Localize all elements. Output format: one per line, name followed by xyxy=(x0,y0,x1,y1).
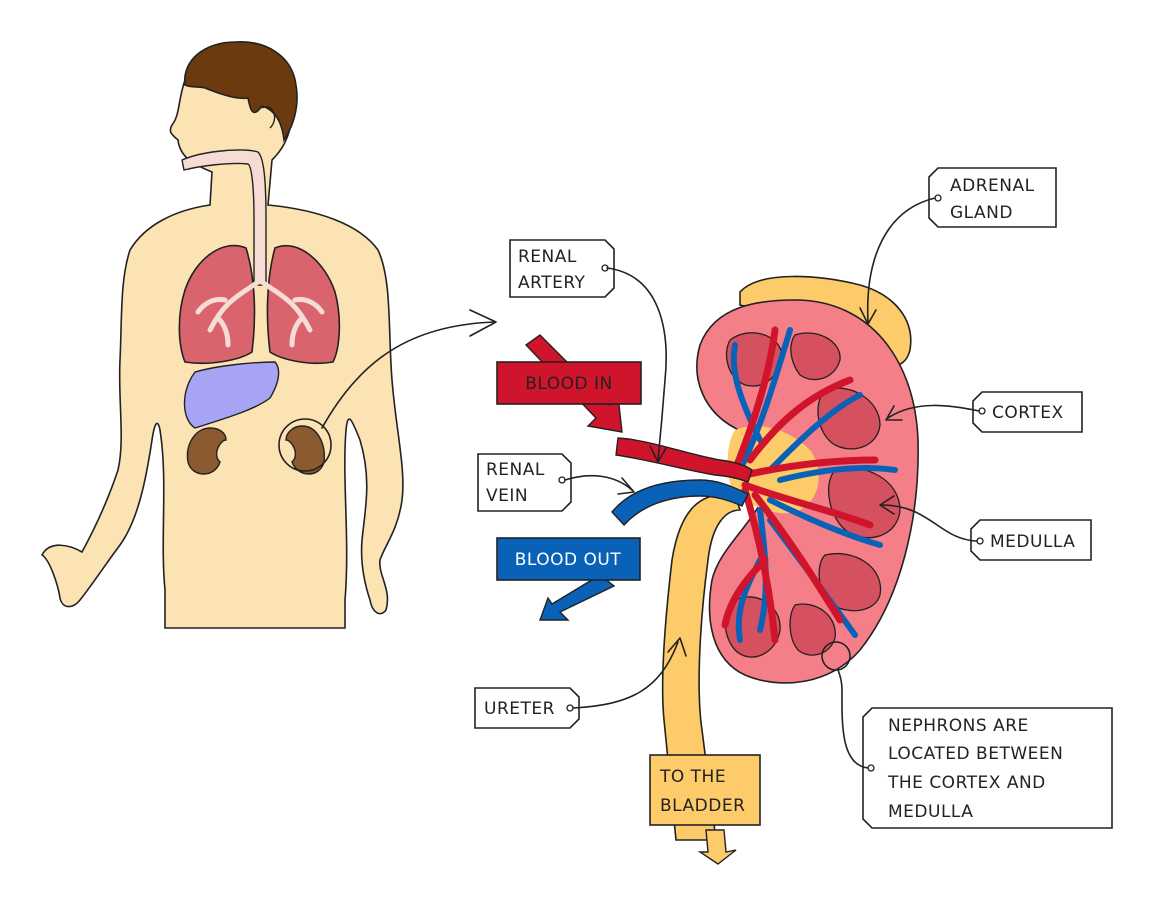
bladder-arrowhead xyxy=(697,829,737,865)
cortex-label: CORTEX xyxy=(992,403,1064,423)
cortex-tag: CORTEX xyxy=(885,391,1083,433)
nephron-highlight-circle xyxy=(821,641,851,671)
blood-out-arrow: BLOOD OUT xyxy=(496,537,641,621)
medulla-tag: MEDULLA xyxy=(879,495,1092,561)
small-left-kidney xyxy=(186,427,227,475)
nephrons-label-line4: MEDULLA xyxy=(888,802,973,822)
adrenal-gland-tag: ADRENAL GLAND xyxy=(859,167,1057,325)
renal-vein-vessel xyxy=(611,479,749,527)
zoom-arrowhead xyxy=(469,309,497,337)
to-bladder-label-line2: BLADDER xyxy=(660,796,745,816)
medulla-label: MEDULLA xyxy=(990,532,1075,552)
blood-out-label: BLOOD OUT xyxy=(515,550,622,570)
ureter-tag: URETER xyxy=(474,637,687,729)
small-right-kidney xyxy=(285,425,325,475)
to-bladder-tag: TO THE BLADDER xyxy=(649,754,761,865)
blood-in-label: BLOOD IN xyxy=(525,374,613,394)
renal-artery-vessel xyxy=(615,437,753,483)
blood-in-arrow: BLOOD IN xyxy=(496,334,642,433)
nephrons-tag: NEPHRONS ARE LOCATED BETWEEN THE CORTEX … xyxy=(837,669,1113,829)
nephrons-label-line2: LOCATED BETWEEN xyxy=(888,744,1063,764)
bronchi xyxy=(195,279,325,348)
renal-vein-tag: RENAL VEIN xyxy=(477,453,635,512)
right-lung xyxy=(266,245,341,365)
to-bladder-label-line1: TO THE xyxy=(659,767,726,787)
artery-branches xyxy=(721,326,879,644)
ear xyxy=(261,106,276,129)
human-figure xyxy=(40,41,497,629)
pyramid xyxy=(790,332,841,381)
nephrons-label-line3: THE CORTEX AND xyxy=(887,773,1046,793)
nephrons-label-line1: NEPHRONS ARE xyxy=(888,716,1029,736)
kidney-highlight-circle xyxy=(278,418,332,472)
adrenal-gland-label-line2: GLAND xyxy=(950,203,1013,223)
ureter-tube xyxy=(661,493,742,841)
hair xyxy=(184,41,298,143)
renal-vein-label-line2: VEIN xyxy=(486,486,528,506)
left-lung xyxy=(178,244,256,365)
ureter-label: URETER xyxy=(484,699,555,719)
adrenal-gland-label-line1: ADRENAL xyxy=(950,176,1035,196)
renal-artery-tag: RENAL ARTERY xyxy=(509,239,667,463)
trachea xyxy=(181,149,267,286)
zoom-arrow xyxy=(321,321,496,429)
renal-artery-label-line1: RENAL xyxy=(518,247,577,267)
liver xyxy=(183,361,280,429)
renal-artery-label-line2: ARTERY xyxy=(518,273,586,293)
renal-vein-label-line1: RENAL xyxy=(486,460,545,480)
